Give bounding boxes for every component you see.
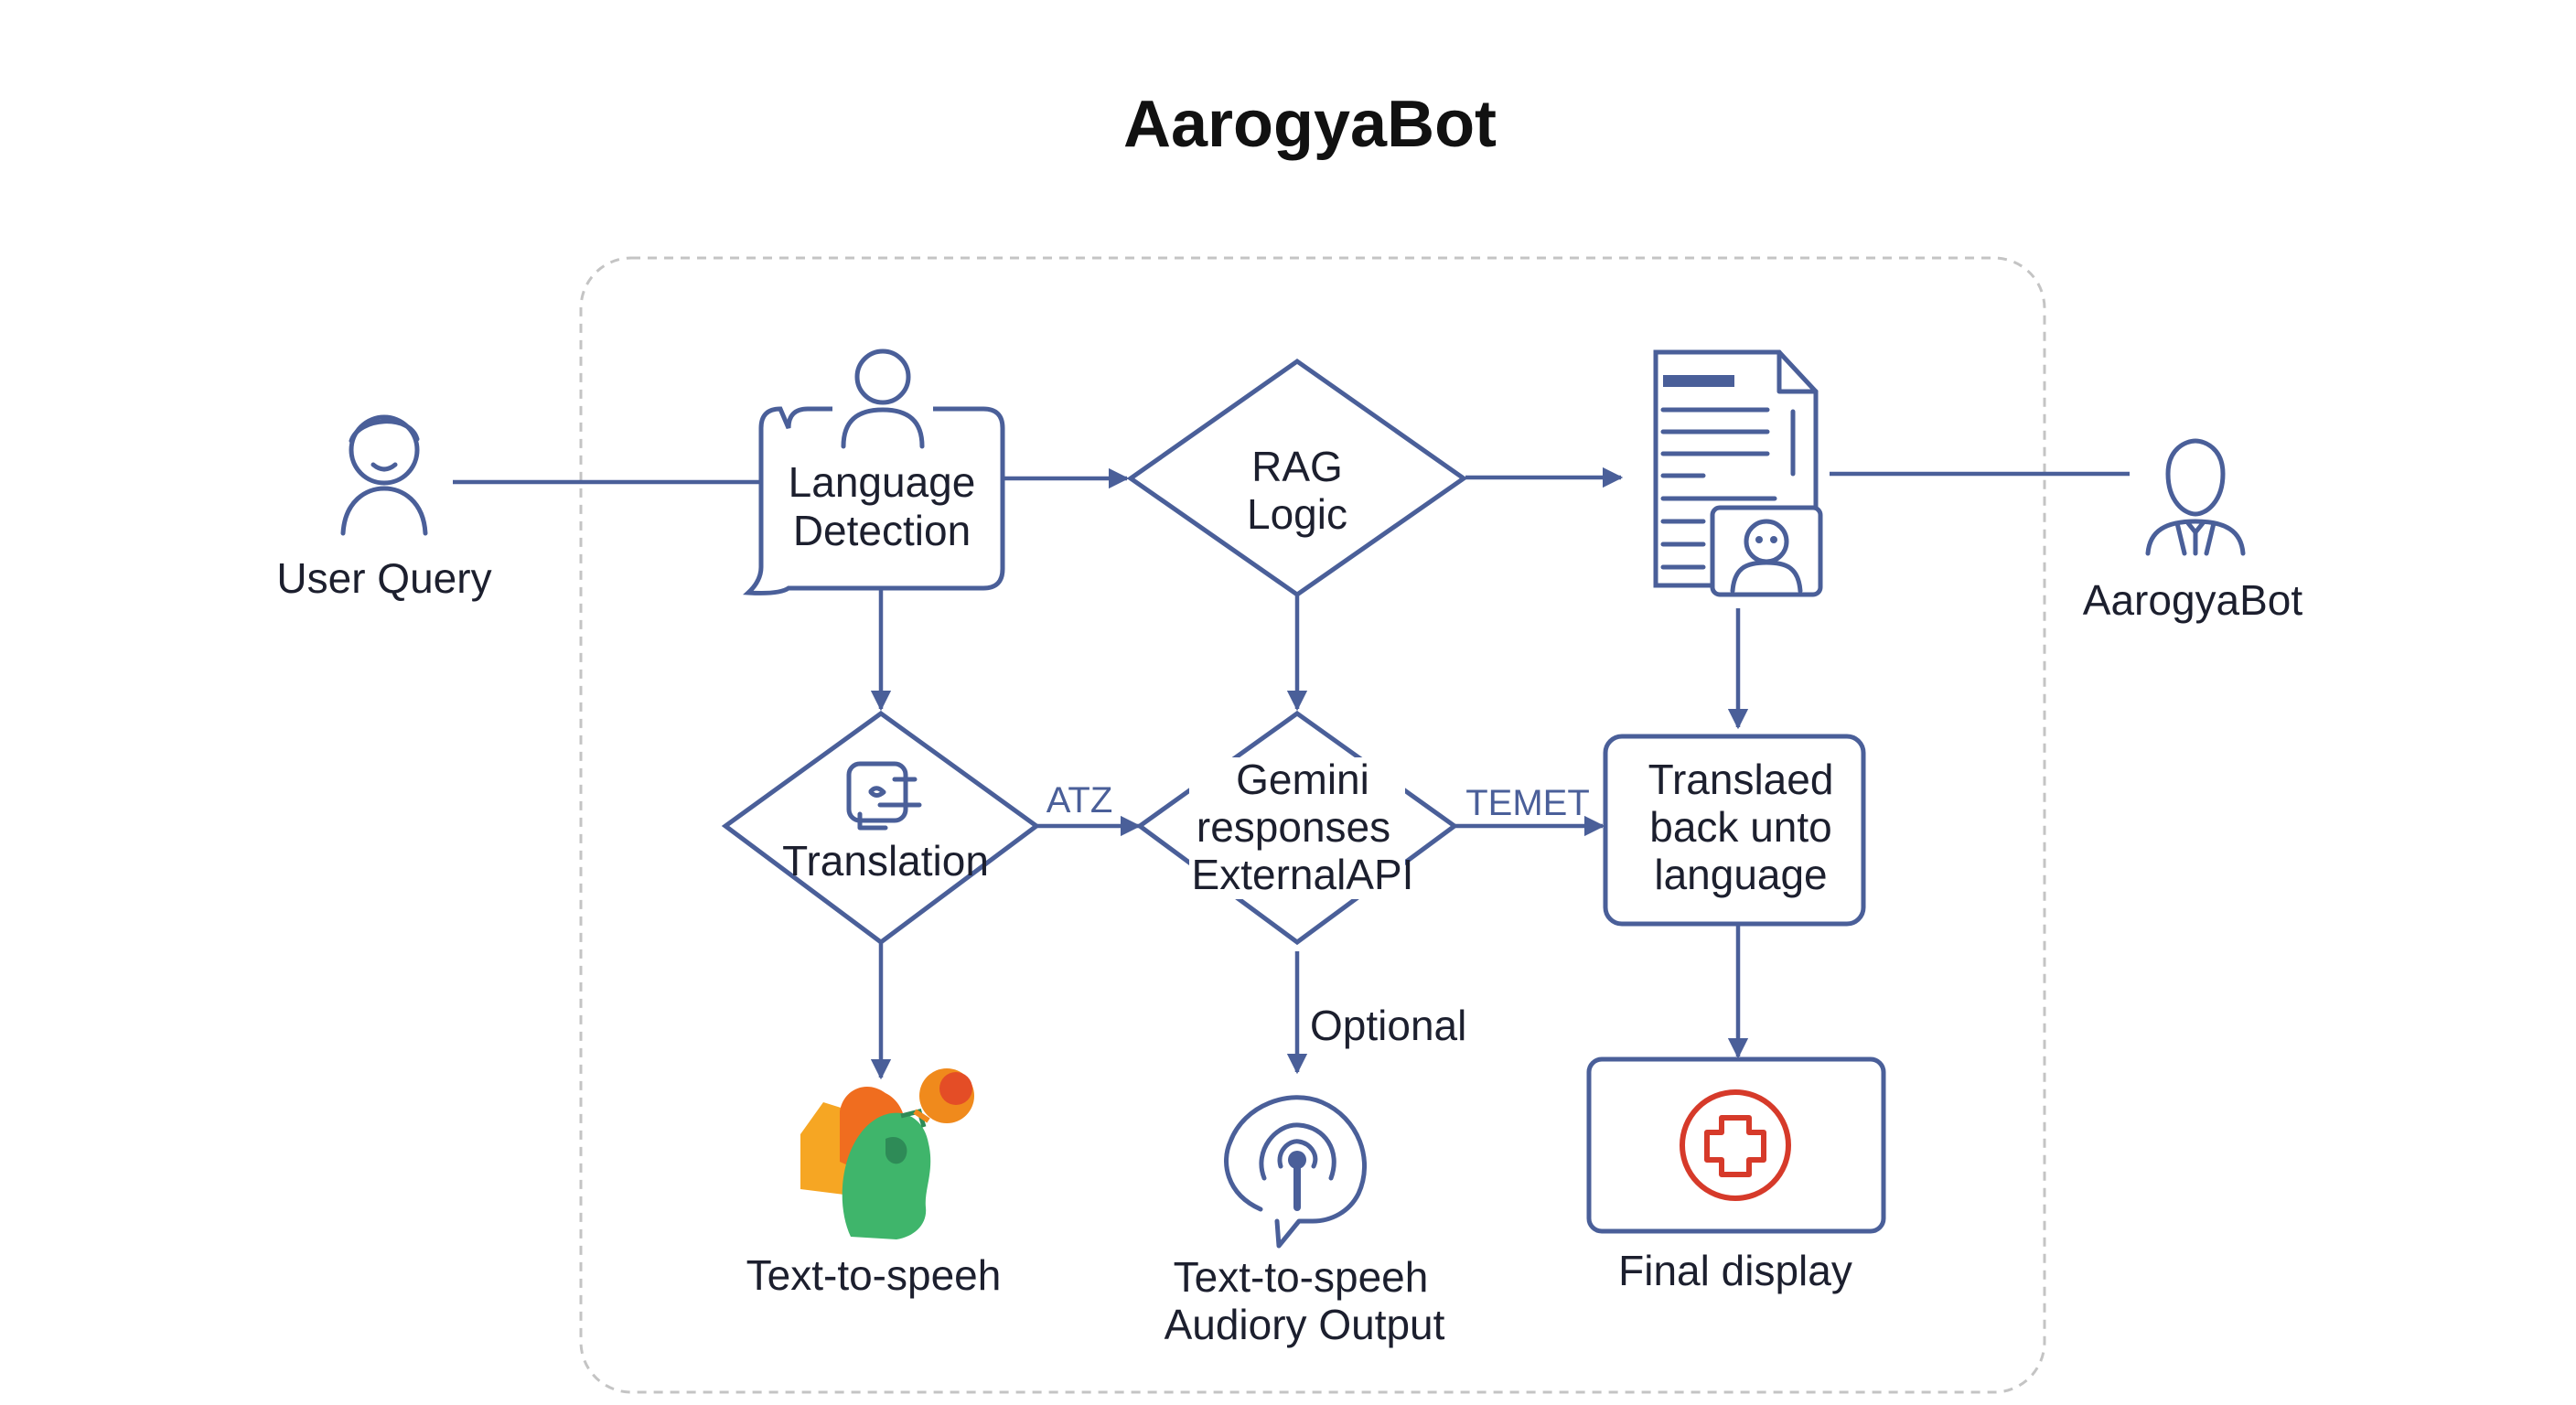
aarogyabot-label: AarogyaBot — [2083, 576, 2303, 624]
diagram-title: AarogyaBot — [1123, 88, 1497, 161]
final-display-label: Final display — [1618, 1247, 1852, 1294]
rag-logic-label-line1: RAG — [1251, 443, 1343, 490]
person-icon — [832, 348, 933, 449]
speaking-head-icon — [800, 1068, 974, 1239]
tts-left-label: Text-to-speeh — [746, 1251, 1002, 1299]
translation-label: Translation — [782, 837, 989, 885]
gemini-node: Gemini responses ExternalAPI — [1135, 710, 1459, 946]
translated-back-label-line2: back unto — [1649, 803, 1831, 851]
rag-logic-label-line2: Logic — [1247, 490, 1347, 538]
translation-node: Translation — [721, 710, 1041, 946]
translated-back-label-line1: Translaed — [1648, 756, 1834, 803]
tts-audio-label-line1: Text-to-speeh — [1174, 1253, 1429, 1301]
tts-audio-label-line2: Audiory Output — [1165, 1301, 1445, 1348]
user-query-label: User Query — [276, 554, 491, 602]
edge-label-temet: TEMET — [1465, 783, 1590, 823]
final-display-node — [1586, 1056, 1886, 1234]
gemini-label-line3: ExternalAPI — [1192, 851, 1414, 898]
document-icon — [1653, 349, 1823, 597]
edge-label-optional: Optional — [1310, 1002, 1466, 1049]
bot-person-icon — [2145, 438, 2246, 556]
gemini-label-line2: responses — [1197, 803, 1390, 851]
language-detection-label-line1: Language — [789, 458, 976, 506]
language-detection-label-line2: Detection — [793, 507, 971, 554]
medical-cross-icon — [1680, 1089, 1791, 1201]
gemini-label-line1: Gemini — [1236, 756, 1369, 803]
audio-signal-icon — [1224, 1095, 1368, 1249]
user-icon — [340, 414, 428, 536]
rag-logic-node: RAG Logic — [1126, 358, 1468, 598]
translate-face-icon — [846, 761, 922, 831]
translated-back-node: Translaed back unto language — [1603, 734, 1866, 927]
edge-label-atz: ATZ — [1046, 780, 1113, 820]
pipeline-container — [579, 256, 2046, 1394]
translated-back-label-line3: language — [1654, 851, 1827, 898]
language-detection-node: Language Detection — [743, 348, 1005, 595]
